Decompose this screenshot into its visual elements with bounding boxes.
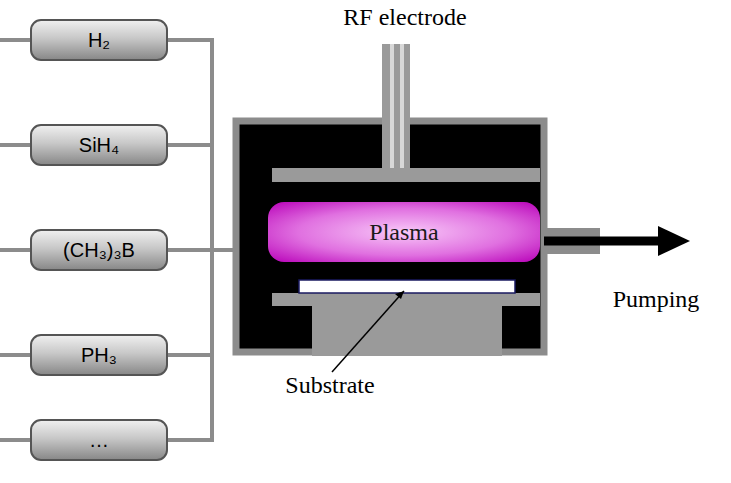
- pumping-arrow: [544, 237, 664, 246]
- pumping-arrowhead: [658, 226, 690, 256]
- electrode-rod: [382, 115, 410, 170]
- leader-line: [332, 291, 404, 372]
- gas-source-box: H₂: [30, 19, 168, 61]
- gas-line: [168, 143, 212, 147]
- gas-line: [168, 248, 236, 252]
- electrode-label: RF electrode: [343, 4, 466, 31]
- electrode-rod-highlight: [390, 44, 394, 170]
- gas-source-box: PH₃: [30, 334, 168, 376]
- gas-source-box: (CH₃)₃B: [30, 229, 168, 271]
- gas-line: [0, 143, 30, 147]
- pedestal: [312, 306, 502, 356]
- node-text: SiH₄: [75, 134, 123, 157]
- substrate: [299, 280, 515, 293]
- gas-line: [168, 438, 212, 442]
- plasma-region: Plasma: [268, 202, 540, 262]
- electrode-rod: [382, 44, 410, 170]
- electrode-rod-highlight: [390, 115, 394, 170]
- gas-manifold: [210, 38, 214, 442]
- gas-line: [168, 38, 212, 42]
- gas-line: [0, 353, 30, 357]
- node-text: Plasma: [365, 219, 442, 246]
- rf-electrode-plate: [272, 168, 540, 182]
- node-text: PH₃: [77, 344, 121, 367]
- substrate-label: Substrate: [285, 372, 374, 399]
- gas-line: [0, 248, 30, 252]
- leader-arrowhead: [395, 291, 404, 299]
- electrode-rod-highlight: [400, 44, 404, 170]
- gas-source-box: …: [30, 419, 168, 461]
- node-text: H₂: [84, 29, 114, 52]
- pumping-label: Pumping: [613, 286, 700, 313]
- gas-line: [0, 438, 30, 442]
- gas-line: [0, 38, 30, 42]
- ground-electrode: [272, 293, 540, 306]
- gas-line: [168, 353, 212, 357]
- node-text: (CH₃)₃B: [59, 239, 139, 262]
- electrode-rod-highlight: [400, 115, 404, 170]
- node-text: …: [85, 429, 113, 452]
- gas-source-box: SiH₄: [30, 124, 168, 166]
- gas-lines: [0, 38, 236, 442]
